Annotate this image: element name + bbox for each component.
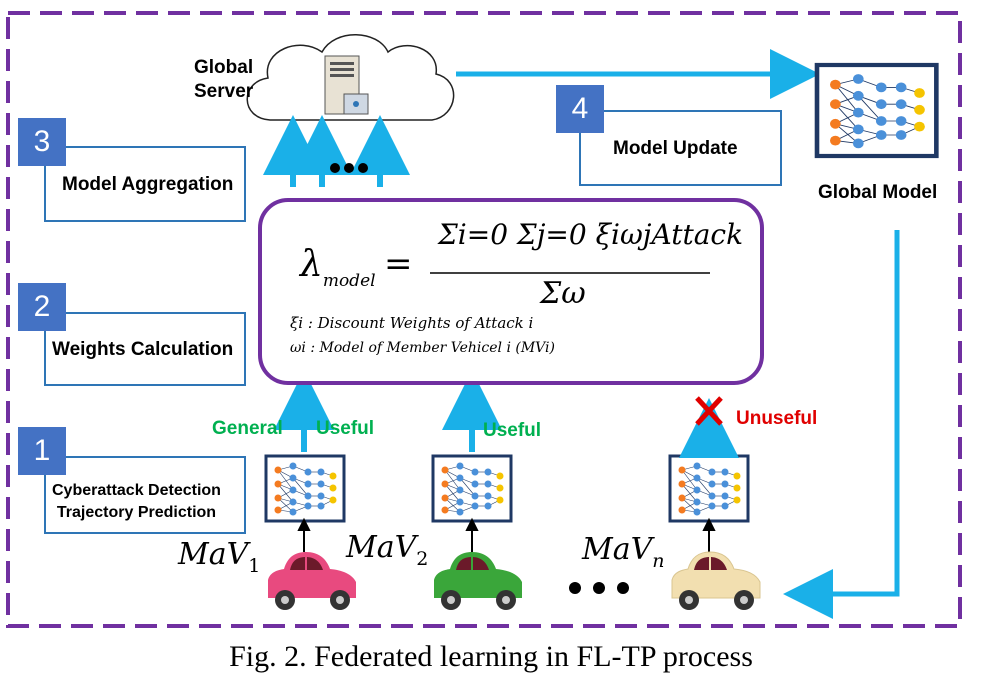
step-1-label-line1: Cyberattack Detection	[52, 482, 221, 499]
ellipsis-top	[330, 163, 368, 173]
figure-caption: Fig. 2. Federated learning in FL-TP proc…	[229, 640, 753, 673]
local-model-1-network-icon	[264, 454, 346, 523]
formula-numerator: Σi=0 Σj=0 ξiωjAttack	[438, 218, 744, 251]
car-2-icon	[434, 552, 522, 610]
car-upload-arrows	[297, 517, 716, 552]
formula-box	[258, 198, 764, 385]
ellipsis-bottom	[569, 582, 629, 594]
step-1-number: 1	[18, 427, 66, 475]
step-3-box	[44, 146, 246, 222]
dashed-frame	[6, 11, 962, 628]
server-icon	[324, 55, 369, 115]
local-upload-arrows	[274, 370, 739, 458]
formula-equals: =	[384, 244, 413, 284]
formula-lambda: λmodel	[300, 244, 376, 291]
server-label-line2: Server	[194, 81, 254, 102]
formula-denominator: Σω	[540, 276, 586, 311]
step-3-number: 3	[18, 118, 66, 166]
step-2-box	[44, 312, 246, 386]
step-1-label: Cyberattack Detection Trajectory Predict…	[52, 480, 221, 524]
reject-icon	[695, 396, 723, 426]
local-model-2-network-icon	[431, 454, 513, 523]
step-3-label: Model Aggregation	[62, 174, 234, 195]
local-model-n-network-icon	[668, 454, 750, 523]
step-2-label: Weights Calculation	[52, 339, 234, 360]
step-1-box	[44, 456, 246, 534]
vehicle-label-1: MaV1	[178, 537, 261, 577]
global-model-label: Global Model	[818, 182, 938, 203]
useful-label-1: Useful	[316, 418, 375, 439]
upload-arrows	[263, 115, 410, 187]
car-n-icon	[671, 551, 761, 610]
useful-label-2: Useful	[483, 420, 542, 441]
step-2-number: 2	[18, 283, 66, 331]
formula-note-1: ξi : Discount Weights of Attack i	[290, 314, 534, 332]
step-1-label-line2: Trajectory Prediction	[56, 504, 217, 521]
global-model-network-icon	[817, 65, 936, 156]
step-4-label: Model Update	[613, 138, 738, 159]
vehicle-label-2: MaV2	[346, 530, 429, 570]
step-4-number: 4	[556, 85, 604, 133]
car-1-icon	[268, 552, 356, 610]
vehicle-label-n: MaVn	[582, 532, 665, 572]
formula-note-2: ωi : Model of Member Vehicel i (MVi)	[290, 340, 555, 356]
return-arrow	[783, 230, 900, 619]
server-label-line1: Global	[194, 57, 254, 78]
step-4-box	[579, 110, 782, 186]
general-label: General	[212, 418, 283, 439]
unuseful-label: Unuseful	[736, 408, 818, 429]
server-label: Global Server	[194, 56, 253, 104]
